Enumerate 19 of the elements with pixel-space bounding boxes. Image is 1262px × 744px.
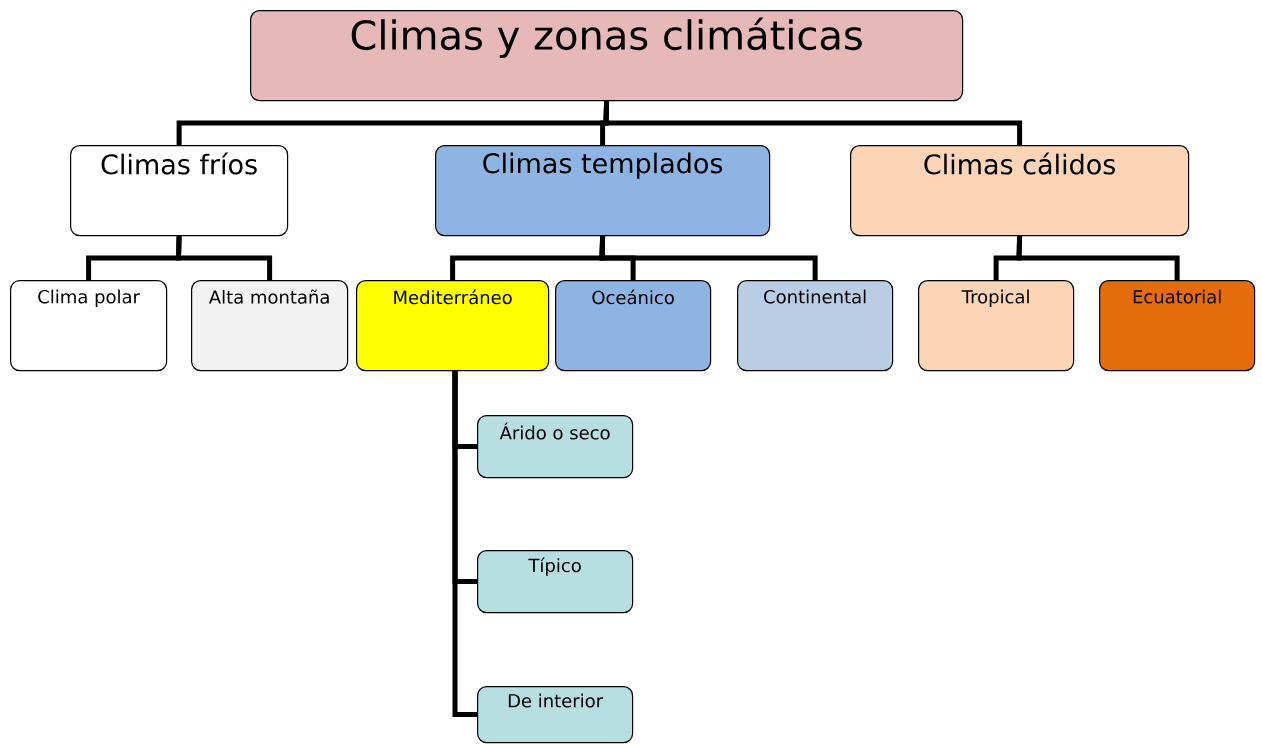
connector-line (452, 370, 477, 718)
category-box: Climas cálidos (850, 145, 1190, 237)
climate-box: Oceánico (555, 280, 712, 372)
category-box: Climas templados (435, 145, 771, 237)
title-box: Climas y zonas climáticas (250, 10, 964, 102)
connector-line (603, 101, 1023, 145)
climate-box: Clima polar (10, 280, 168, 372)
climate-box: Continental (737, 280, 894, 372)
category-box: Climas fríos (70, 145, 289, 237)
connector-line (599, 236, 818, 280)
subtype-box: Árido o seco (477, 415, 634, 479)
climate-box: Tropical (918, 280, 1075, 372)
connector-line (175, 236, 273, 280)
subtype-box: Típico (477, 550, 634, 614)
climate-box: Ecuatorial (1099, 280, 1256, 372)
climate-box: Mediterráneo (356, 280, 550, 372)
connector-line (1016, 236, 1180, 280)
subtype-box: De interior (477, 686, 634, 744)
climate-box: Alta montaña (191, 280, 349, 372)
